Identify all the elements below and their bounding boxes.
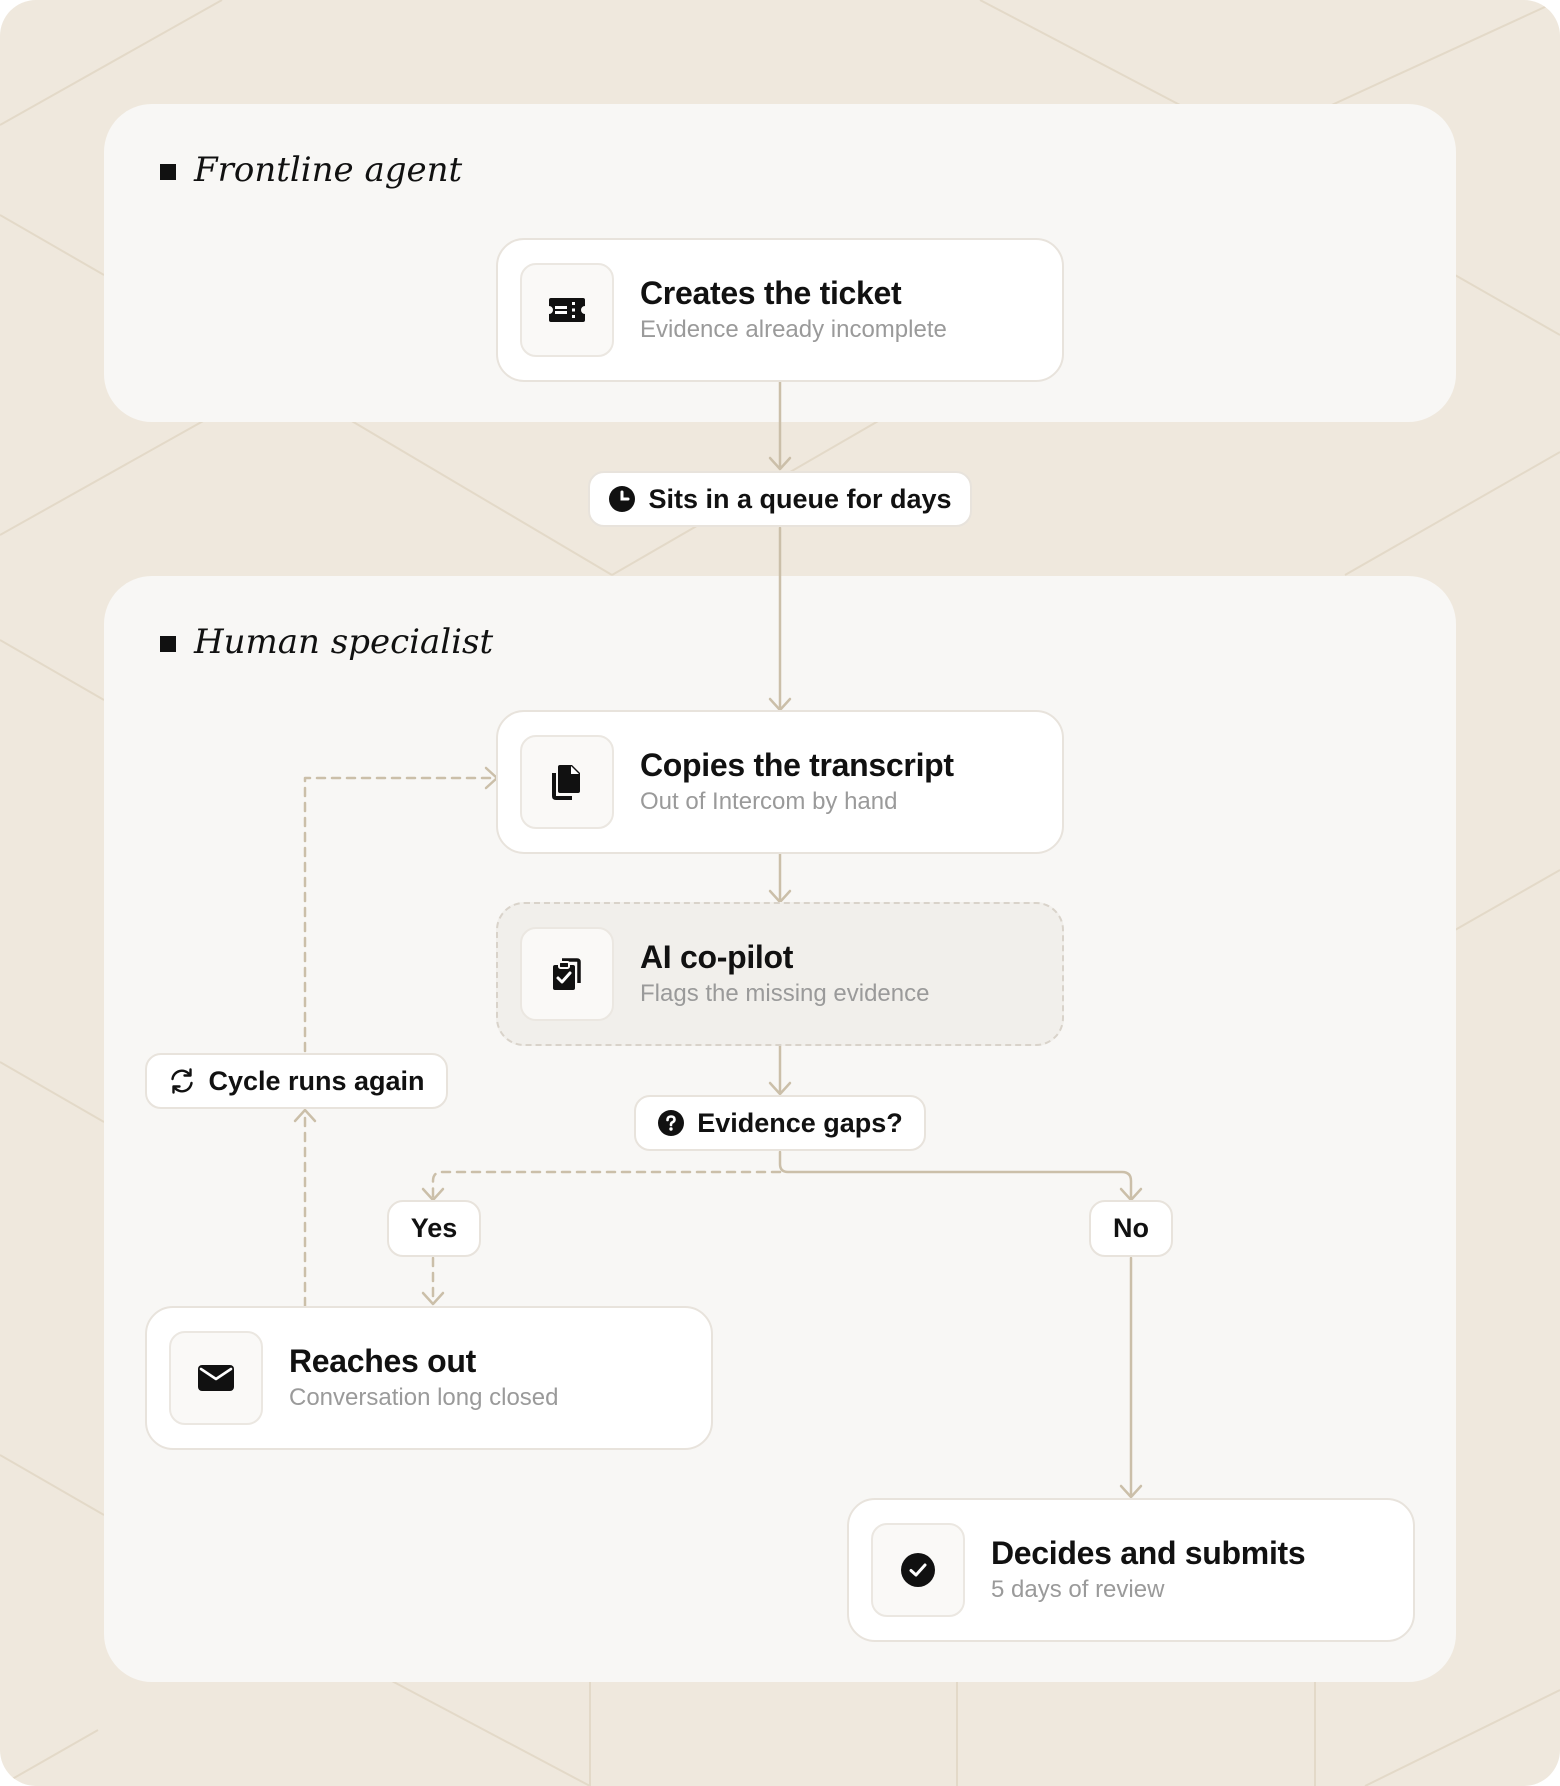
step-copy-transcript[interactable]: Copies the transcript Out of Intercom by… xyxy=(496,710,1064,854)
lane-title: Human specialist xyxy=(160,622,493,662)
step-title: Creates the ticket xyxy=(640,275,902,311)
decision-text: Evidence gaps? xyxy=(697,1107,903,1138)
lane-title: Frontline agent xyxy=(160,150,462,190)
branch-yes-text: Yes xyxy=(410,1213,458,1243)
decision-evidence-gaps: Evidence gaps? xyxy=(634,1095,926,1151)
label-queue-text: Sits in a queue for days xyxy=(648,483,952,514)
envelope-icon xyxy=(169,1331,263,1425)
branch-label-no: No xyxy=(1089,1200,1173,1257)
step-create-ticket[interactable]: Creates the ticket Evidence already inco… xyxy=(496,238,1064,382)
lane-label-frontline: Frontline agent xyxy=(194,150,463,190)
step-decides-submits[interactable]: Decides and submits 5 days of review xyxy=(847,1498,1415,1642)
step-subtitle: Conversation long closed xyxy=(289,1384,559,1411)
clipboard-check-icon xyxy=(520,927,614,1021)
clock-icon xyxy=(608,485,636,513)
step-ai-copilot[interactable]: AI co-pilot Flags the missing evidence xyxy=(496,902,1064,1046)
copy-icon xyxy=(520,735,614,829)
ticket-icon xyxy=(520,263,614,357)
lane-label-specialist: Human specialist xyxy=(194,622,494,662)
step-subtitle: Out of Intercom by hand xyxy=(640,788,898,815)
refresh-icon xyxy=(168,1067,196,1095)
step-title: Decides and submits xyxy=(991,1535,1306,1571)
step-subtitle: Flags the missing evidence xyxy=(640,980,930,1007)
label-cycle-runs-again: Cycle runs again xyxy=(145,1053,448,1109)
label-queue: Sits in a queue for days xyxy=(588,471,972,527)
step-title: Copies the transcript xyxy=(640,747,954,783)
branch-label-yes: Yes xyxy=(387,1200,481,1257)
step-reaches-out[interactable]: Reaches out Conversation long closed xyxy=(145,1306,713,1450)
question-circle-icon xyxy=(657,1109,685,1137)
step-subtitle: 5 days of review xyxy=(991,1576,1165,1603)
square-bullet-icon xyxy=(160,636,176,652)
step-subtitle: Evidence already incomplete xyxy=(640,316,947,343)
step-title: AI co-pilot xyxy=(640,939,794,975)
step-title: Reaches out xyxy=(289,1343,476,1379)
label-cycle-text: Cycle runs again xyxy=(208,1065,425,1096)
check-circle-icon xyxy=(871,1523,965,1617)
branch-no-text: No xyxy=(1113,1213,1149,1243)
square-bullet-icon xyxy=(160,164,176,180)
